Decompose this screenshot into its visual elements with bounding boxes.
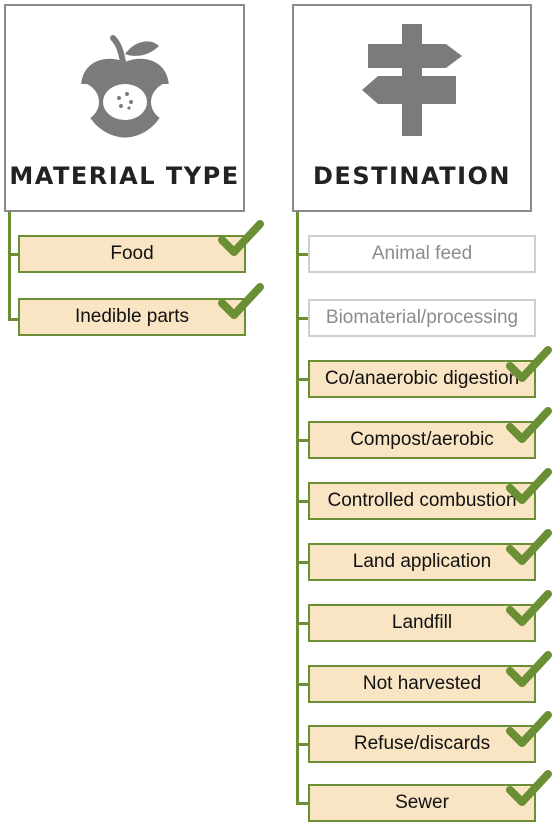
destination-label: Landfill (391, 612, 453, 633)
branch-line (296, 439, 310, 442)
destination-label: Not harvested (362, 673, 482, 694)
check-icon (506, 407, 552, 443)
check-icon (506, 468, 552, 504)
destination-title: DESTINATION (313, 162, 511, 190)
branch-line (296, 683, 310, 686)
branch-line (8, 253, 20, 256)
destination-biomaterial: Biomaterial/processing (308, 299, 536, 337)
check-icon (506, 529, 552, 565)
check-icon (506, 346, 552, 382)
destination-animal-feed: Animal feed (308, 235, 536, 273)
destination-controlled-combustion: Controlled combustion (308, 482, 536, 520)
material-food: Food (18, 235, 246, 273)
destination-label: Refuse/discards (353, 733, 491, 754)
destination-label: Biomaterial/processing (325, 307, 519, 328)
destination-label: Animal feed (371, 243, 473, 264)
material-label: Inedible parts (74, 306, 190, 327)
check-icon (506, 770, 552, 806)
material-type-panel: MATERIAL TYPE (4, 4, 245, 212)
material-label: Food (110, 243, 154, 264)
material-connector-line (8, 212, 11, 320)
destination-label: Controlled combustion (327, 490, 517, 511)
destination-label: Land application (352, 551, 492, 572)
destination-label: Sewer (395, 792, 449, 813)
destination-anaerobic-digestion: Co/anaerobic digestion (308, 360, 536, 398)
destination-landfill: Landfill (308, 604, 536, 642)
branch-line (296, 317, 310, 320)
check-icon (506, 651, 552, 687)
destination-land-application: Land application (308, 543, 536, 581)
destination-label: Compost/aerobic (350, 429, 494, 450)
branch-line (296, 500, 310, 503)
branch-line (296, 253, 310, 256)
branch-line (296, 743, 310, 746)
branch-line (296, 622, 310, 625)
branch-line (296, 378, 310, 381)
destination-sewer: Sewer (308, 784, 536, 822)
branch-line (296, 561, 310, 564)
check-icon (218, 283, 264, 319)
destination-compost: Compost/aerobic (308, 421, 536, 459)
apple-core-icon (76, 35, 173, 138)
destination-panel: DESTINATION (292, 4, 532, 212)
destination-label: Co/anaerobic digestion (324, 368, 520, 389)
branch-line (8, 318, 20, 321)
material-inedible-parts: Inedible parts (18, 298, 246, 336)
material-type-title: MATERIAL TYPE (9, 162, 240, 190)
destination-connector-line (296, 212, 299, 804)
branch-line (296, 802, 310, 805)
signpost-icon (362, 24, 462, 136)
check-icon (218, 220, 264, 256)
check-icon (506, 711, 552, 747)
destination-not-harvested: Not harvested (308, 665, 536, 703)
check-icon (506, 590, 552, 626)
destination-refuse-discards: Refuse/discards (308, 725, 536, 763)
